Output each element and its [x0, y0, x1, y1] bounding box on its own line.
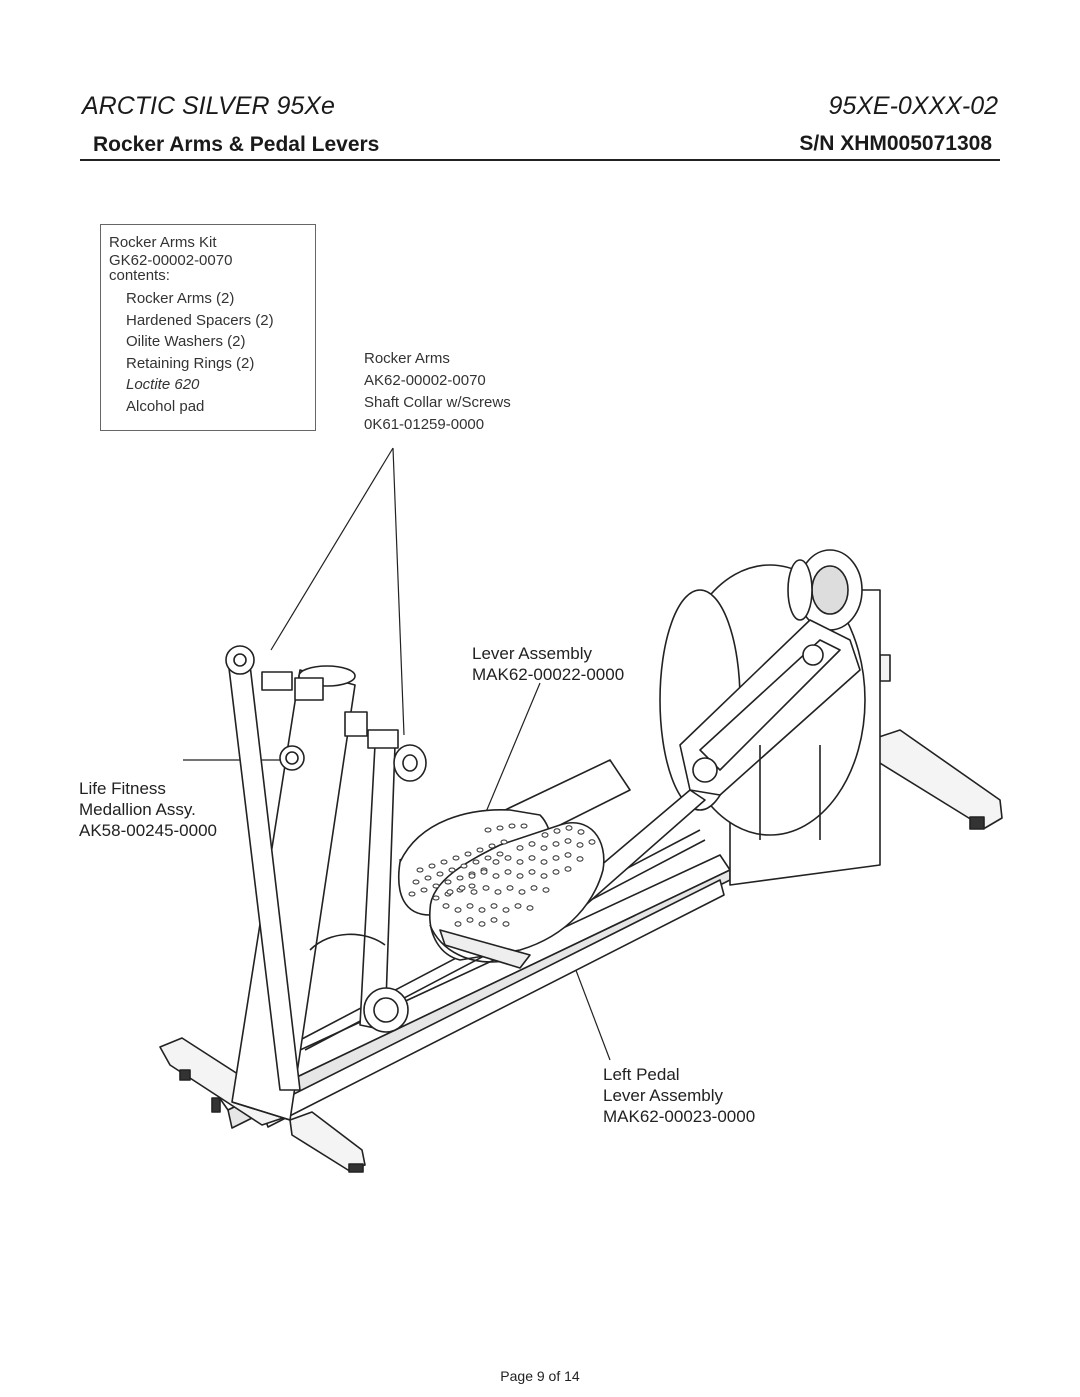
leader-lines	[183, 447, 611, 1061]
document-title: ARCTIC SILVER 95Xe	[82, 92, 335, 120]
serial-number: S/N XHM005071308	[799, 132, 992, 155]
section-subtitle: Rocker Arms & Pedal Levers	[93, 133, 380, 156]
base-frame	[159, 654, 1003, 1173]
rocker-arms-label: Rocker Arms	[364, 350, 450, 367]
medallion-part: AK58-00245-0000	[79, 821, 218, 840]
lever-assembly-callout: Lever Assembly MAK62-00022-0000	[472, 643, 624, 685]
kit-item: Alcohol pad	[126, 397, 205, 415]
header-divider	[80, 159, 1000, 161]
left-pedal-holes	[442, 825, 596, 927]
pedal-holes	[408, 823, 596, 927]
medallion-callout: Life Fitness Medallion Assy. AK58-00245-…	[79, 778, 217, 841]
shaft-collar-label: Shaft Collar w/Screws	[364, 394, 511, 411]
kit-title: Rocker Arms Kit	[109, 234, 217, 251]
kit-item: Rocker Arms (2)	[126, 290, 235, 307]
medallion-label-2: Medallion Assy.	[79, 800, 196, 819]
medallion	[279, 745, 305, 771]
kit-contents-label: contents:	[109, 267, 170, 284]
kit-part-number: GK62-00002-0070	[109, 252, 233, 269]
right-rocker-arm	[225, 645, 324, 1091]
rocker-arms-kit-box: Rocker Arms Kit GK62-00002-0070 contents…	[100, 224, 316, 431]
lever-assembly-part: MAK62-00022-0000	[472, 665, 625, 684]
kit-item: Loctite 620	[126, 376, 200, 393]
rocker-arms-callout: Rocker Arms AK62-00002-0070 Shaft Collar…	[364, 348, 511, 436]
left-pedal-lever	[429, 789, 706, 969]
page-number: Page 9 of 14	[500, 1368, 580, 1384]
left-rocker-arm	[309, 711, 427, 1033]
left-pedal-callout: Left Pedal Lever Assembly MAK62-00023-00…	[603, 1064, 755, 1127]
kit-item: Hardened Spacers (2)	[126, 311, 274, 329]
model-code: 95XE-0XXX-02	[828, 92, 998, 120]
medallion-label-1: Life Fitness	[79, 779, 166, 798]
lever-assembly-label: Lever Assembly	[472, 644, 592, 663]
kit-item: Retaining Rings (2)	[126, 354, 255, 372]
left-pedal-part: MAK62-00023-0000	[603, 1107, 756, 1126]
shaft-collar-part: 0K61-01259-0000	[364, 416, 485, 433]
rocker-arms-part: AK62-00002-0070	[364, 372, 486, 389]
left-pedal-lever-label: Lever Assembly	[603, 1086, 723, 1105]
flywheel-housing	[659, 549, 881, 886]
left-pedal-label: Left Pedal	[603, 1065, 680, 1084]
kit-item: Oilite Washers (2)	[126, 333, 246, 350]
